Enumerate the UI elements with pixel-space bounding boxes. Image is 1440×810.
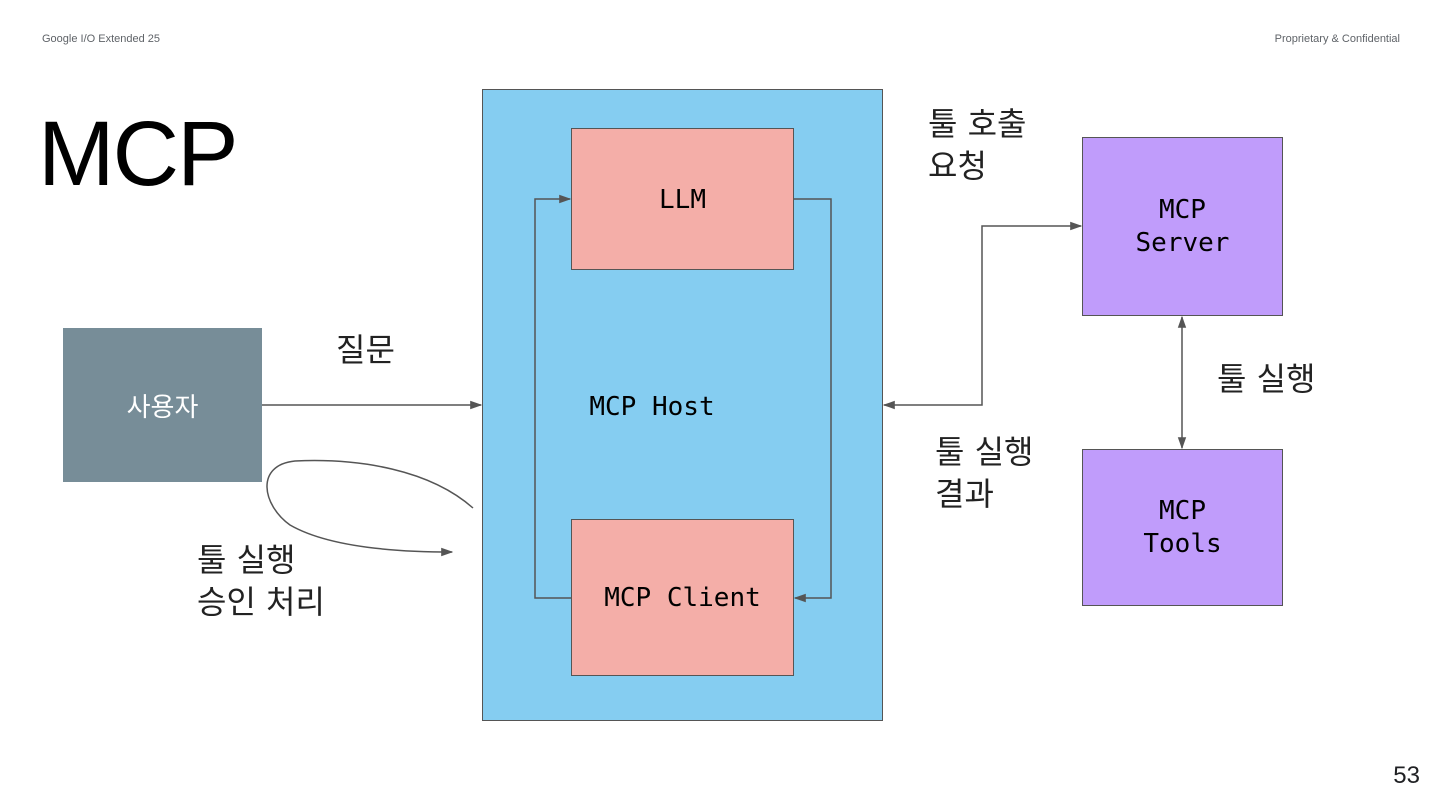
mcp-server-box: MCP Server: [1082, 137, 1283, 316]
client-to-llm-arrow: [534, 194, 572, 599]
llm-box: LLM: [571, 128, 794, 270]
tool-exec-approval-label: 툴 실행 승인 처리: [197, 541, 325, 621]
question-label: 질문: [336, 331, 395, 369]
approval-handdrawn-arrow: [266, 459, 474, 557]
mcp-tools-label-line2: Tools: [1143, 528, 1222, 559]
tool-exec-label: 툴 실행: [1217, 360, 1316, 398]
mcp-server-label-line2: Server: [1135, 227, 1230, 258]
mcp-host-label: MCP Host: [589, 392, 715, 422]
mcp-client-box: MCP Client: [571, 519, 794, 676]
tool-exec-result-label: 툴 실행 결과: [935, 433, 1034, 513]
header-left-text: Google I/O Extended 25: [42, 33, 161, 45]
slide-title: MCP: [38, 103, 238, 205]
header-right-text: Proprietary & Confidential: [1274, 33, 1400, 45]
mcp-tools-label-line1: MCP: [1159, 496, 1206, 526]
mcp-client-label: MCP Client: [604, 582, 761, 613]
llm-to-client-arrow: [793, 198, 832, 603]
mcp-server-label-line1: MCP: [1159, 195, 1206, 225]
page-number: 53: [1393, 762, 1420, 789]
user-box: 사용자: [63, 328, 262, 482]
host-server-arrow: [882, 221, 1083, 410]
user-label: 사용자: [126, 391, 199, 422]
llm-label: LLM: [659, 185, 706, 215]
mcp-tools-box: MCP Tools: [1082, 449, 1283, 606]
tool-call-request-label: 툴 호출 요청: [928, 105, 1027, 185]
